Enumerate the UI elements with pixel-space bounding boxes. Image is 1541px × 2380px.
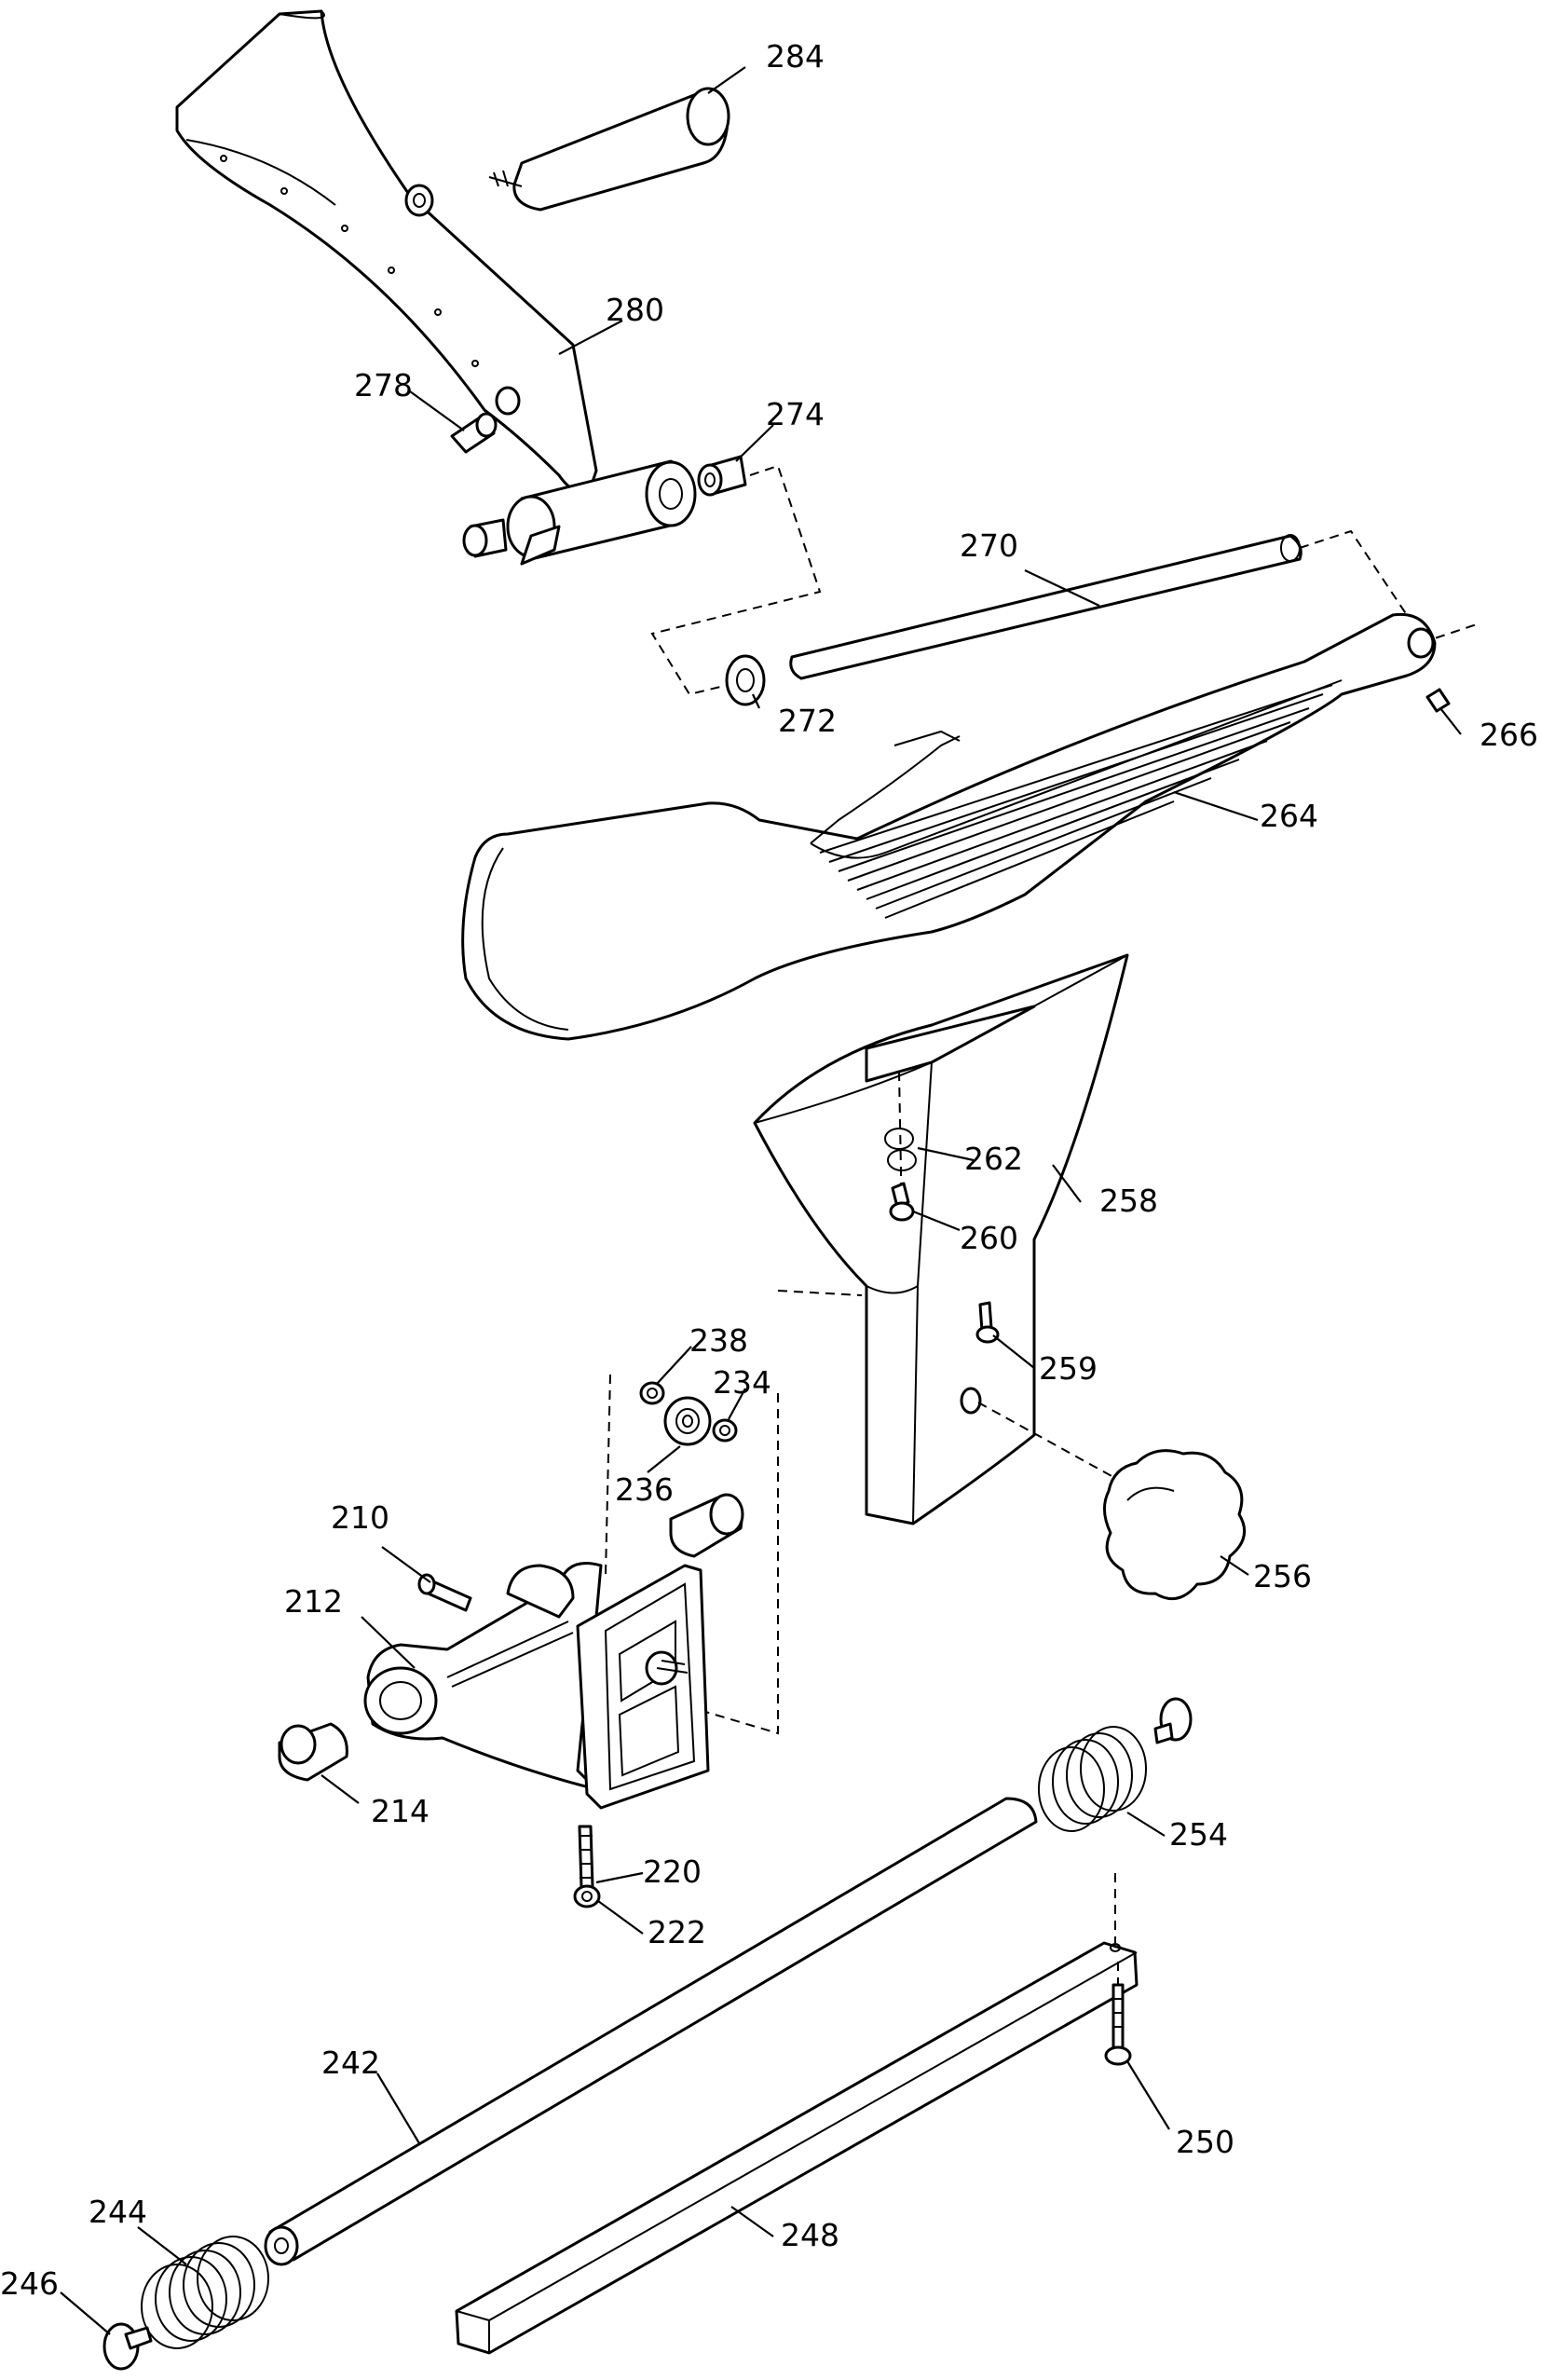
part-256-knob <box>977 1402 1247 1601</box>
part-274-bushing-lower <box>462 518 508 558</box>
label-264: 264 <box>1260 798 1318 834</box>
part-246-thumbscrew <box>102 2322 153 2371</box>
part-214-bushing-upper <box>669 1493 744 1558</box>
part-244-spring <box>141 2236 269 2349</box>
label-244: 244 <box>89 2194 147 2230</box>
label-210: 210 <box>331 1499 389 1536</box>
label-212: 212 <box>284 1583 343 1620</box>
part-262-washers <box>884 1071 917 1222</box>
label-222: 222 <box>648 1914 706 1950</box>
label-278: 278 <box>354 367 413 404</box>
label-242: 242 <box>321 2045 380 2081</box>
part-280-hub <box>506 459 697 566</box>
part-280-handle-arm <box>175 9 598 500</box>
label-274: 274 <box>766 396 825 432</box>
label-270: 270 <box>960 527 1018 564</box>
label-246: 246 <box>0 2265 59 2302</box>
part-259-screw <box>975 1301 1000 1344</box>
label-284: 284 <box>766 38 825 75</box>
label-256: 256 <box>1253 1558 1312 1594</box>
part-248-bar <box>455 1873 1139 2355</box>
label-254: 254 <box>1169 1816 1228 1853</box>
part-270-rod <box>789 529 1408 680</box>
part-214-bushing-lower <box>278 1722 348 1782</box>
part-266-setscrew <box>1420 623 1478 713</box>
part-242-tube <box>264 1797 1038 2266</box>
part-210-screw <box>417 1573 472 1612</box>
assembly-line-bearing <box>605 1374 779 1735</box>
part-250-bolt <box>1104 1962 1132 2066</box>
assembly-line-274-272 <box>650 464 822 696</box>
part-274-bushing <box>697 455 747 497</box>
assembly-line-212-258 <box>777 1290 863 1296</box>
part-264-lever <box>461 612 1437 1041</box>
label-266: 266 <box>1480 717 1538 753</box>
label-272: 272 <box>778 703 837 739</box>
label-238: 238 <box>689 1322 748 1359</box>
label-280: 280 <box>606 292 664 328</box>
label-258: 258 <box>1099 1183 1158 1219</box>
part-238-nut <box>639 1381 665 1405</box>
label-236: 236 <box>615 1471 674 1508</box>
label-250: 250 <box>1176 2124 1234 2160</box>
label-234: 234 <box>713 1364 771 1401</box>
part-278-pin <box>450 412 498 454</box>
label-214: 214 <box>371 1793 430 1829</box>
part-220-stud <box>578 1825 594 1889</box>
label-248: 248 <box>781 2217 839 2253</box>
label-220: 220 <box>643 1853 702 1890</box>
part-labels: 284 280 278 274 270 272 266 264 262 258 … <box>0 38 1538 2302</box>
part-236-bearing <box>663 1396 712 1446</box>
part-234-nut <box>712 1418 738 1443</box>
label-259: 259 <box>1039 1350 1098 1387</box>
label-262: 262 <box>964 1141 1023 1177</box>
part-254-spring <box>1038 1726 1147 1832</box>
part-258-bracket <box>753 953 1129 1525</box>
part-222-nut <box>573 1884 601 1908</box>
leader-lines <box>60 66 1462 2335</box>
part-284-grip <box>488 87 730 212</box>
label-260: 260 <box>960 1220 1018 1256</box>
part-254-cap <box>1153 1697 1193 1744</box>
part-272-washer <box>725 654 766 706</box>
part-212-base <box>363 1562 710 1810</box>
part-260-screw <box>889 1182 915 1222</box>
